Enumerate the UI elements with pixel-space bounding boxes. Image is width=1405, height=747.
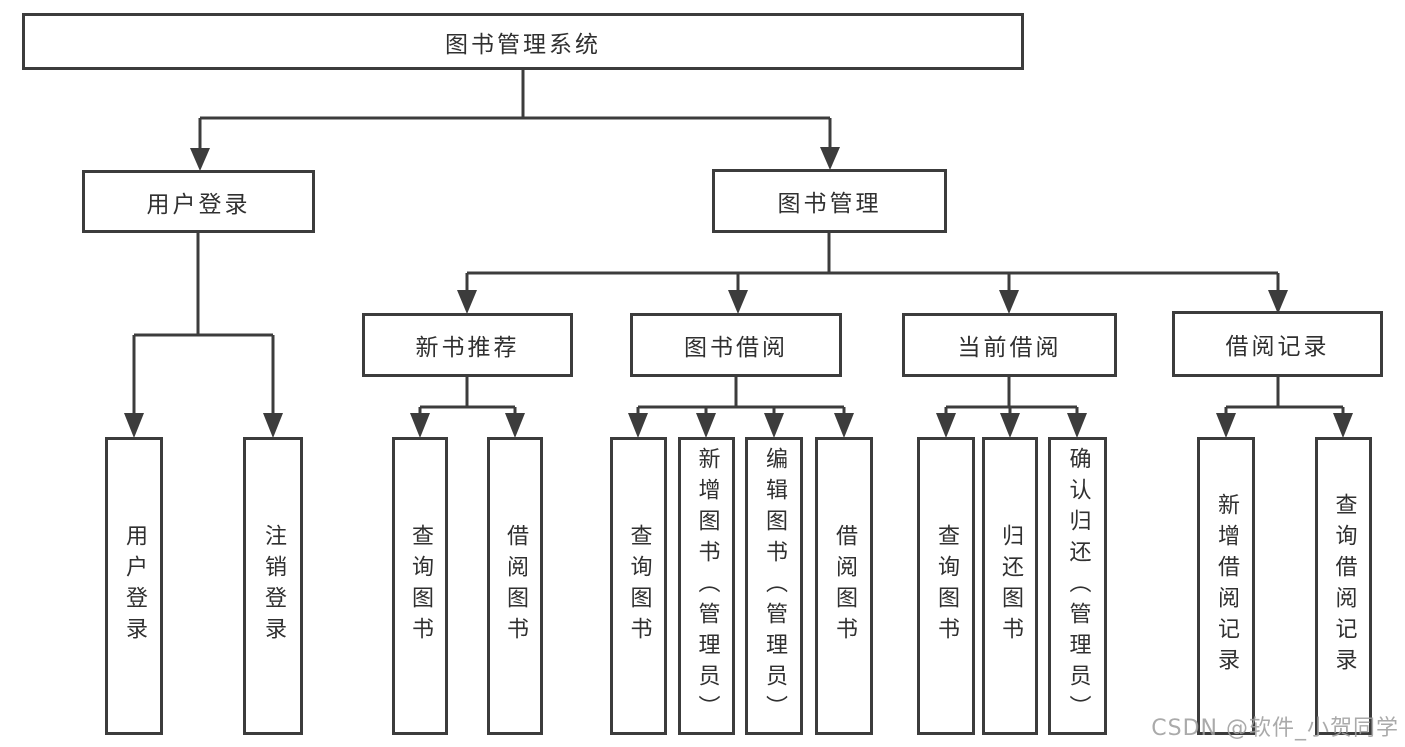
node-book-management-label: 图书管理: [777, 191, 882, 217]
node-borrow-records-label: 借阅记录: [1225, 334, 1330, 360]
node-root: 图书管理系统: [22, 13, 1024, 70]
node-leaf-return-books-label: 归还图书: [998, 524, 1023, 648]
node-root-label: 图书管理系统: [445, 31, 601, 58]
connector-borrowrecords-to-leaves: [1216, 377, 1353, 438]
node-user-login-label: 用户登录: [146, 191, 251, 218]
node-leaf-query-borrow-record-label: 查询借阅记录: [1331, 493, 1357, 679]
node-leaf-confirm-return-admin: 确认归还（管理员）: [1048, 437, 1107, 735]
node-new-book-recommend: 新书推荐: [362, 313, 573, 377]
connector-currentborrow-to-leaves: [936, 377, 1087, 438]
node-leaf-borrow-books-recommend: 借阅图书: [487, 437, 543, 735]
connector-userlogin-to-leaves: [124, 233, 283, 438]
node-leaf-logout: 注销登录: [243, 437, 303, 735]
node-leaf-borrow-books-label: 借阅图书: [832, 524, 857, 648]
node-book-management: 图书管理: [712, 169, 947, 233]
node-leaf-query-books-recommend-label: 查询图书: [408, 524, 433, 648]
node-leaf-add-book-admin-label: 新增图书（管理员）: [694, 446, 720, 726]
connector-bookmgmt-to-level3: [457, 233, 1288, 314]
node-leaf-add-borrow-record: 新增借阅记录: [1197, 437, 1255, 735]
node-leaf-query-books-borrow-label: 查询图书: [626, 524, 652, 648]
node-current-borrow: 当前借阅: [902, 313, 1117, 377]
node-leaf-borrow-books-recommend-label: 借阅图书: [503, 524, 528, 648]
node-leaf-logout-label: 注销登录: [261, 524, 286, 648]
node-book-borrow-label: 图书借阅: [684, 335, 788, 361]
node-leaf-edit-book-admin: 编辑图书（管理员）: [745, 437, 803, 735]
node-leaf-query-borrow-record: 查询借阅记录: [1315, 437, 1372, 735]
node-leaf-return-books: 归还图书: [982, 437, 1038, 735]
connector-newbookrec-to-leaves: [410, 377, 525, 438]
node-user-login: 用户登录: [82, 170, 315, 233]
watermark-text: CSDN @软件_小贺同学: [1151, 716, 1399, 741]
node-borrow-records: 借阅记录: [1172, 311, 1383, 377]
node-new-book-recommend-label: 新书推荐: [415, 335, 520, 361]
node-leaf-user-login-label: 用户登录: [122, 524, 147, 648]
node-current-borrow-label: 当前借阅: [957, 335, 1062, 361]
node-leaf-add-borrow-record-label: 新增借阅记录: [1214, 493, 1239, 679]
node-leaf-query-books-current-label: 查询图书: [934, 524, 959, 648]
node-leaf-query-books-recommend: 查询图书: [392, 437, 448, 735]
connector-bookborrow-to-leaves: [628, 377, 854, 438]
connector-root-to-level2: [190, 69, 840, 171]
node-leaf-borrow-books: 借阅图书: [815, 437, 873, 735]
node-leaf-add-book-admin: 新增图书（管理员）: [678, 437, 735, 735]
node-leaf-query-books-borrow: 查询图书: [610, 437, 667, 735]
node-leaf-user-login: 用户登录: [105, 437, 163, 735]
node-leaf-edit-book-admin-label: 编辑图书（管理员）: [762, 446, 787, 726]
node-book-borrow: 图书借阅: [630, 313, 842, 377]
node-leaf-confirm-return-admin-label: 确认归还（管理员）: [1065, 446, 1091, 726]
node-leaf-query-books-current: 查询图书: [917, 437, 975, 735]
